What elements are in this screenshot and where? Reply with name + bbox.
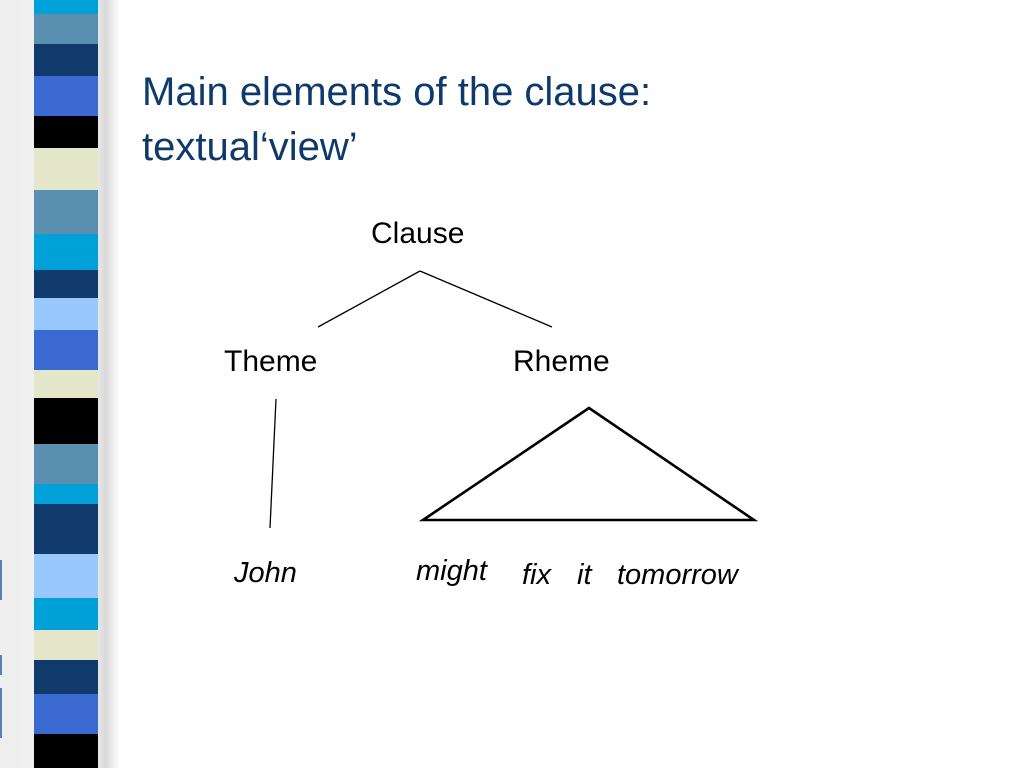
edge-clause-theme <box>317 270 421 328</box>
word-might: might <box>416 555 487 587</box>
stripe-band <box>34 630 98 660</box>
stripe-band <box>34 554 98 598</box>
stripe-band <box>34 330 98 370</box>
stripe-band <box>34 14 98 44</box>
rheme-triangle <box>418 406 759 522</box>
decorative-stripe-column <box>34 0 98 768</box>
stripe-band <box>34 298 98 330</box>
stripe-band <box>34 148 98 190</box>
node-theme: Theme <box>224 345 318 378</box>
stripe-band <box>34 0 98 14</box>
stripe-band <box>34 504 98 554</box>
edge-mark <box>0 560 2 600</box>
stripe-band <box>34 484 98 504</box>
stripe-band <box>34 76 98 116</box>
stripe-band <box>34 270 98 298</box>
word-tomorrow: tomorrow <box>617 559 738 591</box>
left-edge-marks <box>0 0 2 768</box>
stripe-band <box>34 190 98 234</box>
node-clause: Clause <box>371 217 465 250</box>
stripe-band <box>34 734 98 768</box>
word-it: it <box>577 559 592 591</box>
edge-mark <box>0 688 2 738</box>
stripe-band <box>34 370 98 398</box>
node-rheme: Rheme <box>513 345 610 378</box>
stripe-band <box>34 234 98 270</box>
stripe-band <box>34 660 98 694</box>
word-fix: fix <box>522 559 551 591</box>
slide-title-line-1: Main elements of the clause: <box>142 70 652 114</box>
edge-theme-john <box>269 398 277 529</box>
stripe-band <box>34 116 98 148</box>
stripe-band <box>34 398 98 444</box>
edge-mark <box>0 655 2 675</box>
slide-title-line-2: textual‘view’ <box>142 125 358 169</box>
stripe-band <box>34 694 98 734</box>
edge-clause-rheme <box>419 270 553 328</box>
word-john: John <box>234 557 297 589</box>
stripe-band <box>34 44 98 76</box>
stripe-band <box>34 598 98 630</box>
stripe-band <box>34 444 98 484</box>
